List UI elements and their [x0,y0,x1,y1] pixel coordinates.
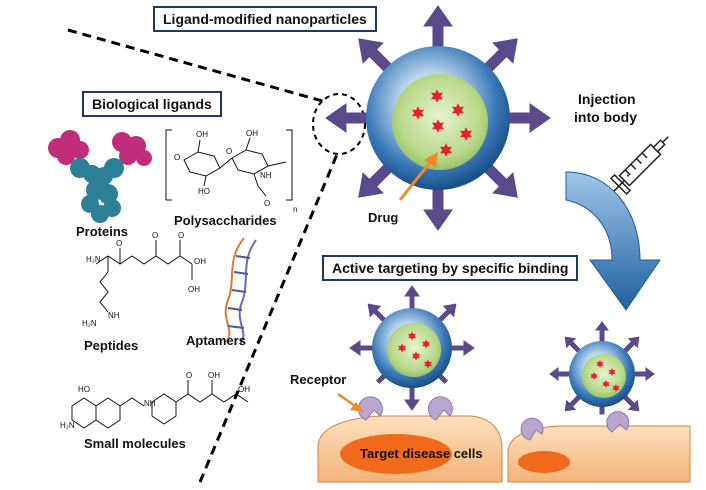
svg-text:HO: HO [198,187,210,196]
svg-text:O: O [116,239,122,248]
drug-pointer-arrow [398,152,438,201]
title-biological-ligands: Biological ligands [82,91,222,117]
svg-text:n: n [293,205,297,214]
svg-text:H₂N: H₂N [82,319,97,328]
receptors [357,396,630,441]
svg-text:NH: NH [260,171,272,180]
label-polysaccharides: Polysaccharides [174,213,277,228]
polysaccharide-atom-labels: OH OH O O HO NH O n [174,129,297,214]
svg-text:O: O [178,231,184,240]
svg-text:O: O [186,371,192,380]
svg-text:O: O [174,153,180,162]
svg-text:HO: HO [78,385,90,394]
label-small-molecules: Small molecules [84,436,186,451]
bound-nanoparticle-left [349,285,475,411]
title-ligand-modified-nanoparticles: Ligand-modified nanoparticles [153,6,377,32]
svg-text:H₂N: H₂N [86,255,101,264]
small-molecule-atom-labels: HO H₂N NH O OH OH [60,371,250,430]
svg-text:OH: OH [196,130,208,139]
svg-text:OH: OH [238,385,250,394]
drug-stars [412,89,472,157]
ligand-highlight-circle [312,93,366,155]
label-injection-line1: Injection [578,91,636,107]
nanoparticle-core [392,74,488,170]
peptide-atom-labels: H₂N O O O OH OH H₂N NH [82,231,206,328]
svg-text:OH: OH [194,257,206,266]
svg-text:H₂N: H₂N [60,421,75,430]
needle-icon [613,181,624,192]
bound-nanoparticle-right [549,321,655,415]
target-cell-nucleus-right [518,451,570,473]
label-receptor: Receptor [290,372,347,387]
target-cell-nucleus-left [340,434,452,474]
label-proteins: Proteins [76,224,129,239]
polysaccharide-structure [165,129,293,201]
svg-text:O: O [226,147,232,156]
svg-text:NH: NH [108,311,120,320]
svg-text:NH: NH [144,399,156,408]
receptor-pointer-arrow [337,392,364,412]
protein-structure-icon [48,130,152,223]
small-molecule-structure [71,380,249,429]
svg-text:OH: OH [246,129,258,138]
label-injection-line2: into body [574,109,637,125]
label-target-disease-cells: Target disease cells [360,446,483,461]
svg-text:O: O [264,199,270,208]
svg-text:OH: OH [188,285,200,294]
svg-text:O: O [152,231,158,240]
label-peptides: Peptides [84,338,139,353]
svg-text:OH: OH [208,371,220,380]
title-active-targeting: Active targeting by specific binding [322,255,579,281]
label-drug: Drug [368,210,399,225]
flow-arrow [565,171,661,311]
aptamer-structure [224,237,257,345]
peptide-structure [95,240,193,313]
label-aptamers: Aptamers [186,333,246,348]
